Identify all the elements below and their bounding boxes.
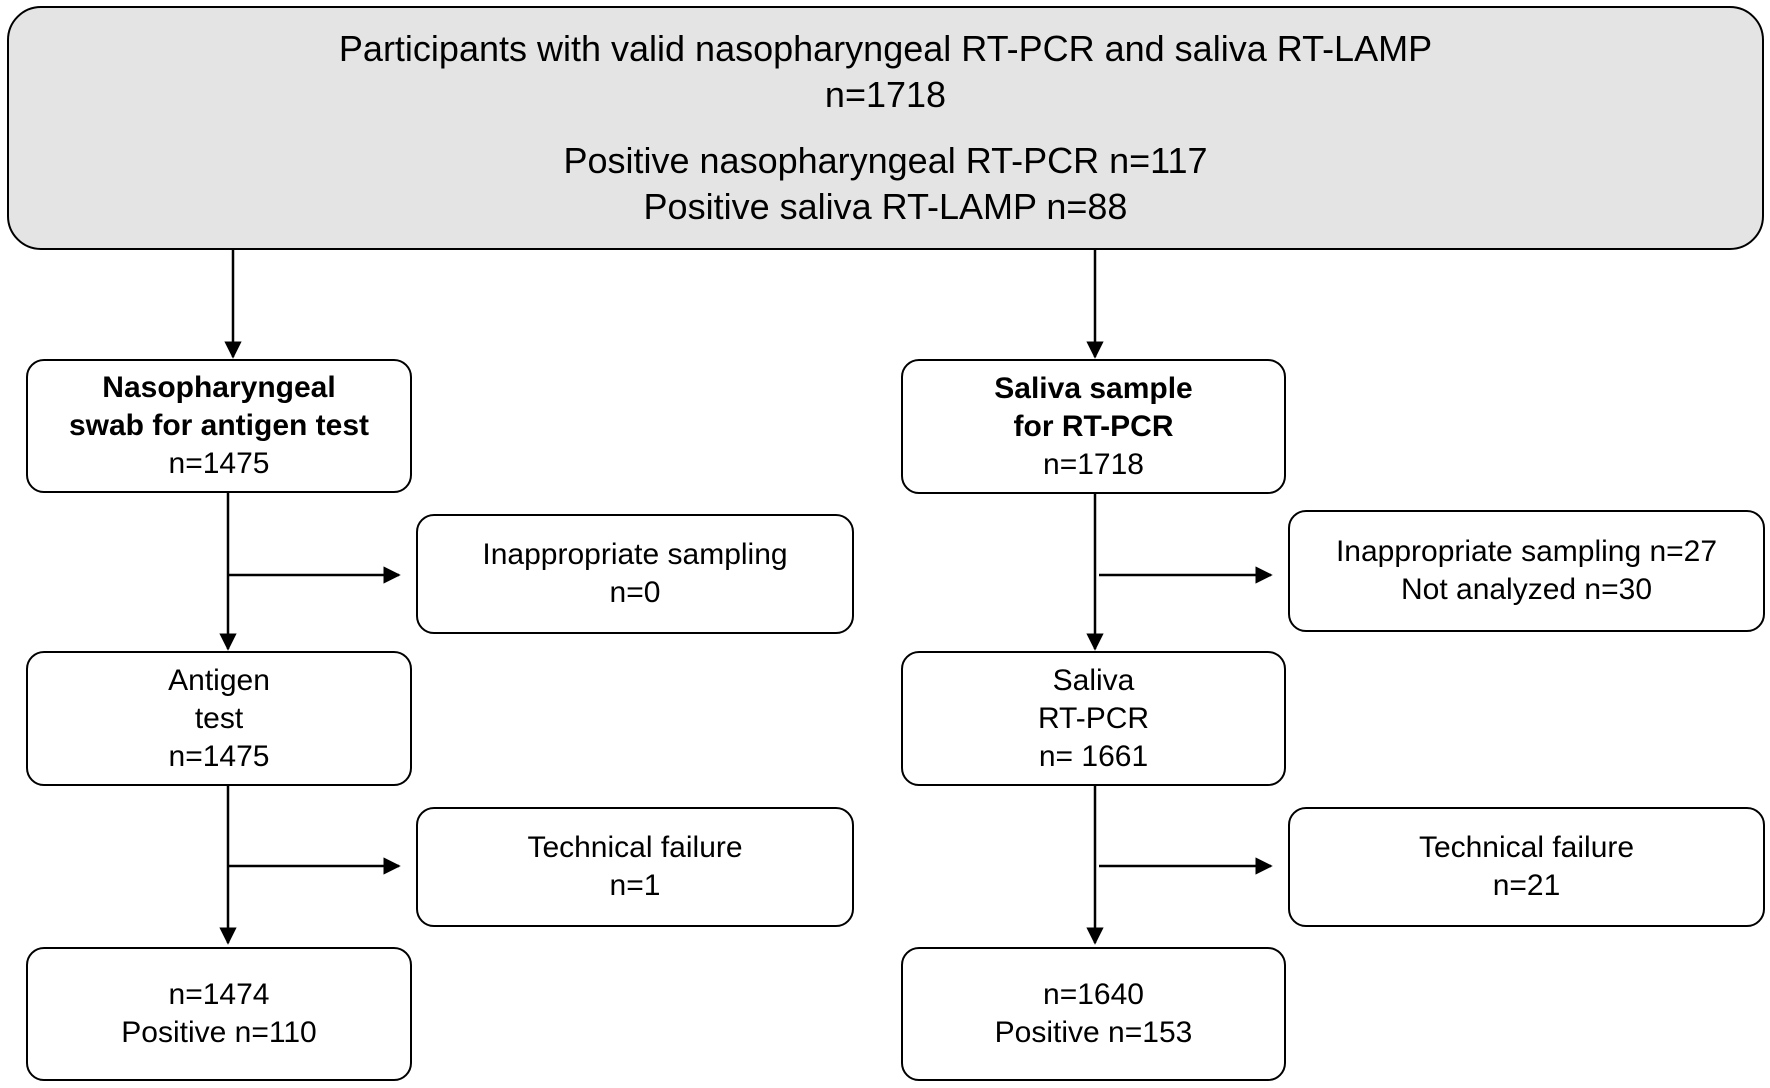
- top-positive-pcr: Positive nasopharyngeal RT-PCR n=117: [563, 140, 1208, 181]
- right-final-positive: Positive n=153: [994, 1016, 1193, 1049]
- left-exclusion-1-box: Inappropriate sampling n=0: [416, 514, 854, 634]
- left-start-title-1: Nasopharyngeal: [102, 371, 336, 404]
- left-final-positive: Positive n=110: [121, 1016, 317, 1049]
- right-mid-line2: RT-PCR: [1037, 701, 1150, 735]
- left-excl1-label: Inappropriate sampling: [482, 538, 788, 571]
- left-mid-line1: Antigen: [168, 663, 270, 697]
- left-start-count: n=1475: [168, 447, 270, 480]
- right-excl2-count: n=21: [1492, 869, 1561, 902]
- right-mid-box: Saliva RT-PCR n= 1661: [901, 651, 1286, 786]
- right-exclusion-1-box: Inappropriate sampling n=27 Not analyzed…: [1288, 510, 1765, 632]
- left-exclusion-2-box: Technical failure n=1: [416, 807, 854, 927]
- right-exclusion-2-box: Technical failure n=21: [1288, 807, 1765, 927]
- right-start-box: Saliva sample for RT-PCR n=1718: [901, 359, 1286, 494]
- left-final-box: n=1474 Positive n=110: [26, 947, 412, 1081]
- top-total: n=1718: [824, 74, 947, 115]
- top-title: Participants with valid nasopharyngeal R…: [338, 28, 1433, 69]
- right-final-box: n=1640 Positive n=153: [901, 947, 1286, 1081]
- top-positive-lamp: Positive saliva RT-LAMP n=88: [643, 186, 1128, 227]
- left-excl2-label: Technical failure: [527, 831, 743, 864]
- right-start-count: n=1718: [1043, 447, 1144, 481]
- right-mid-line1: Saliva: [1052, 663, 1135, 697]
- right-excl2-label: Technical failure: [1418, 831, 1635, 864]
- left-mid-box: Antigen test n=1475: [26, 651, 412, 786]
- left-mid-count: n=1475: [168, 739, 270, 773]
- left-excl1-count: n=0: [609, 576, 661, 609]
- top-participants-box: Participants with valid nasopharyngeal R…: [7, 6, 1764, 250]
- right-mid-count: n= 1661: [1038, 739, 1149, 773]
- left-final-count: n=1474: [168, 978, 270, 1011]
- left-mid-line2: test: [194, 701, 244, 735]
- left-excl2-count: n=1: [609, 869, 661, 902]
- left-start-title-2: swab for antigen test: [68, 409, 370, 442]
- right-excl1-label-1: Inappropriate sampling n=27: [1335, 535, 1718, 568]
- right-start-title-1: Saliva sample: [994, 371, 1193, 405]
- left-start-box: Nasopharyngeal swab for antigen test n=1…: [26, 359, 412, 493]
- right-excl1-label-2: Not analyzed n=30: [1400, 573, 1652, 606]
- right-start-title-2: for RT-PCR: [1013, 409, 1174, 443]
- right-final-count: n=1640: [1043, 978, 1144, 1011]
